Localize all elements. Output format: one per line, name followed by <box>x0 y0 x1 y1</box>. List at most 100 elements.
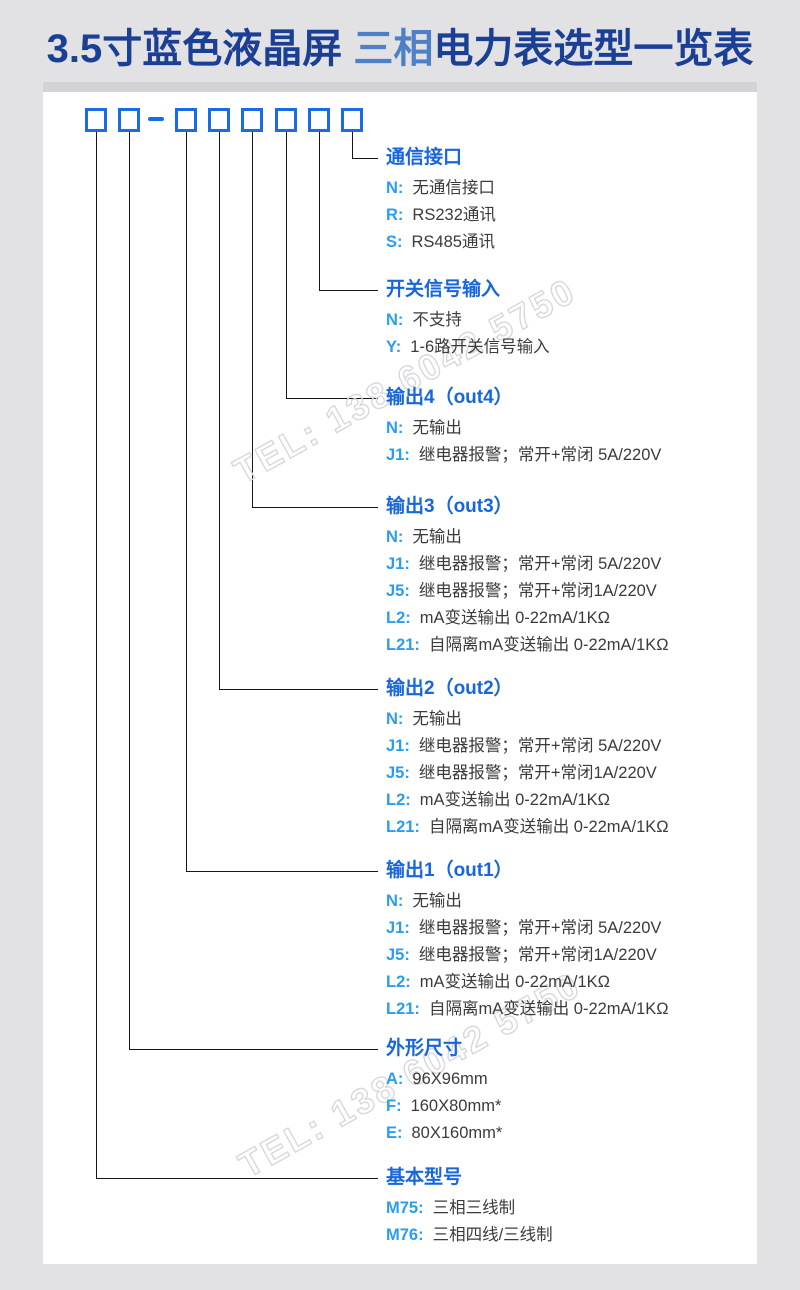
option-row: J5:继电器报警；常开+常闭1A/220V <box>386 760 669 787</box>
option-desc: 不支持 <box>412 311 462 329</box>
connector-hline-3 <box>286 398 378 399</box>
option-code: J1: <box>386 446 410 464</box>
option-row: J1:继电器报警；常开+常闭 5A/220V <box>386 915 669 942</box>
option-code: L21: <box>386 636 420 654</box>
connector-vline-1 <box>352 132 353 158</box>
connector-hline-2 <box>319 290 378 291</box>
option-desc: 三相四线/三线制 <box>432 1226 553 1244</box>
page-header: 3.5寸蓝色液晶屏 三相电力表选型一览表 <box>0 0 800 82</box>
page-title-part3: 电力表选型一览表 <box>433 27 754 71</box>
connector-hline-5 <box>219 689 378 690</box>
group-title: 输出3（out3） <box>386 496 513 517</box>
option-desc: RS232通讯 <box>412 206 496 224</box>
option-code: M76: <box>386 1226 424 1244</box>
option-code: L2: <box>386 973 411 991</box>
group-title: 输出2（out2） <box>386 678 513 699</box>
option-row: J1: 继电器报警；常开+常闭 5A/220V <box>386 733 669 760</box>
option-code: E: <box>386 1124 403 1142</box>
option-row: N:不支持 <box>386 307 550 334</box>
option-row: N:无输出 <box>386 706 669 733</box>
model-digit-box-2 <box>118 108 140 132</box>
connector-vline-7 <box>129 132 130 1049</box>
option-row: J1: 继电器报警；常开+常闭 5A/220V <box>386 442 661 469</box>
option-desc: 160X80mm* <box>410 1097 502 1115</box>
option-group-1: 通信接口 N:无通信接口 R: RS232通讯 S:RS485通讯 <box>386 145 496 256</box>
connector-vline-2 <box>319 132 320 290</box>
option-desc: 96X96mm <box>412 1070 488 1088</box>
option-code: L21: <box>386 1000 420 1018</box>
connector-hline-6 <box>186 871 378 872</box>
option-row: J1:继电器报警；常开+常闭 5A/220V <box>386 551 669 578</box>
option-code: J1: <box>386 555 410 573</box>
option-desc: 继电器报警；常开+常闭 5A/220V <box>418 737 662 755</box>
connector-vline-3 <box>286 132 287 398</box>
option-code: J1: <box>386 737 410 755</box>
option-code: S: <box>386 233 403 251</box>
option-code: J1: <box>386 919 410 937</box>
connector-hline-1 <box>352 158 378 159</box>
group-title: 基本型号 <box>386 1167 463 1188</box>
option-row: L21: 自隔离mA变送输出 0-22mA/1KΩ <box>386 996 669 1023</box>
connector-hline-8 <box>96 1178 378 1179</box>
group-title: 输出4（out4） <box>386 387 513 408</box>
option-code: J5: <box>386 764 410 782</box>
option-desc: 三相三线制 <box>432 1199 516 1217</box>
model-code-dash <box>148 117 164 121</box>
model-digit-box-8 <box>341 108 363 132</box>
model-digit-box-5 <box>241 108 263 132</box>
option-code: J5: <box>386 946 410 964</box>
option-desc: 自隔离mA变送输出 0-22mA/1KΩ <box>428 818 669 836</box>
option-row: L2: mA变送输出 0-22mA/1KΩ <box>386 605 669 632</box>
page-title-part1: 3.5寸蓝色液晶屏 <box>46 27 354 71</box>
option-code: N: <box>386 710 404 728</box>
connector-vline-5 <box>219 132 220 689</box>
option-row: F: 160X80mm* <box>386 1093 502 1120</box>
option-desc: 无输出 <box>412 528 462 546</box>
option-row: J5:继电器报警；常开+常闭1A/220V <box>386 942 669 969</box>
option-code: L21: <box>386 818 420 836</box>
option-desc: 自隔离mA变送输出 0-22mA/1KΩ <box>428 1000 669 1018</box>
option-code: Y: <box>386 338 402 356</box>
panel-top-shadow <box>43 82 757 92</box>
option-desc: mA变送输出 0-22mA/1KΩ <box>419 609 610 627</box>
group-title: 通信接口 <box>386 147 463 168</box>
option-row: N:无输出 <box>386 888 669 915</box>
connector-vline-8 <box>96 132 97 1178</box>
connector-vline-4 <box>252 132 253 507</box>
option-row: N:无通信接口 <box>386 175 496 202</box>
connector-hline-7 <box>129 1049 378 1050</box>
option-desc: mA变送输出 0-22mA/1KΩ <box>419 973 610 991</box>
option-code: L2: <box>386 791 411 809</box>
option-desc: 80X160mm* <box>411 1124 503 1142</box>
option-row: R: RS232通讯 <box>386 202 496 229</box>
option-row: S:RS485通讯 <box>386 229 496 256</box>
option-row: N:无输出 <box>386 415 661 442</box>
group-title: 外形尺寸 <box>386 1038 463 1059</box>
model-digit-box-3 <box>175 108 197 132</box>
connector-hline-4 <box>252 507 378 508</box>
option-desc: 继电器报警；常开+常闭 5A/220V <box>418 446 662 464</box>
option-code: A: <box>386 1070 404 1088</box>
option-code: N: <box>386 528 404 546</box>
option-code: L2: <box>386 609 411 627</box>
option-desc: 自隔离mA变送输出 0-22mA/1KΩ <box>428 636 669 654</box>
option-code: R: <box>386 206 404 224</box>
option-row: N: 无输出 <box>386 524 669 551</box>
page-title: 3.5寸蓝色液晶屏 三相电力表选型一览表 <box>0 0 800 74</box>
model-digit-box-1 <box>85 108 107 132</box>
option-row: L2:mA变送输出 0-22mA/1KΩ <box>386 787 669 814</box>
option-desc: 继电器报警；常开+常闭1A/220V <box>418 582 657 600</box>
option-group-5: 输出2（out2） N:无输出 J1: 继电器报警；常开+常闭 5A/220V J5:继… <box>386 676 669 841</box>
page-title-part2: 三相 <box>353 27 434 71</box>
model-digit-box-7 <box>308 108 330 132</box>
option-code: F: <box>386 1097 402 1115</box>
option-code: N: <box>386 419 404 437</box>
connector-vline-6 <box>186 132 187 871</box>
option-row: L21: 自隔离mA变送输出 0-22mA/1KΩ <box>386 632 669 659</box>
model-digit-box-6 <box>275 108 297 132</box>
option-row: E: 80X160mm* <box>386 1120 502 1147</box>
option-code: N: <box>386 179 404 197</box>
